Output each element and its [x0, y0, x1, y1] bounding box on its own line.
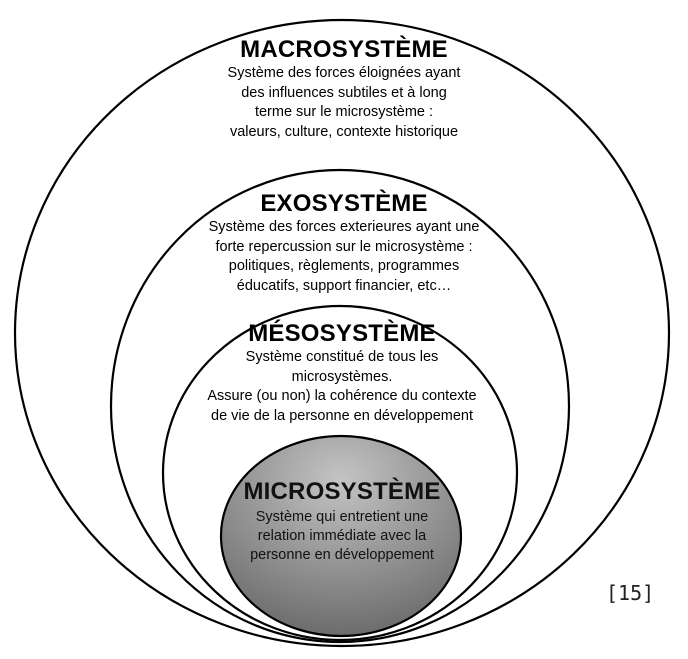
- macrosystem-desc-line: Système des forces éloignées ayant: [227, 65, 461, 81]
- macrosystem-block: MACROSYSTÈME Système des forces éloignée…: [144, 36, 544, 142]
- microsystem-desc-line: personne en développement: [250, 547, 434, 563]
- mesosystem-description: Système constitué de tous les microsystè…: [142, 348, 542, 426]
- microsystem-desc-line: relation immédiate avec la: [257, 528, 427, 544]
- exosystem-desc-line: Système des forces exterieures ayant une: [208, 219, 480, 235]
- exosystem-description: Système des forces exterieures ayant une…: [144, 218, 544, 296]
- exosystem-desc-line: politiques, règlements, programmes: [228, 258, 460, 274]
- macrosystem-description: Système des forces éloignées ayant des i…: [144, 64, 544, 142]
- exosystem-desc-line: forte repercussion sur le microsystème :: [215, 238, 473, 255]
- microsystem-title: MICROSYSTÈME: [243, 478, 441, 505]
- mesosystem-desc-line: Système constitué de tous les: [245, 349, 439, 365]
- microsystem-circle: [219, 434, 463, 638]
- mesosystem-block: MÉSOSYSTÈME Système constitué de tous le…: [142, 320, 542, 426]
- mesosystem-title: MÉSOSYSTÈME: [248, 320, 436, 347]
- mesosystem-desc-line: de vie de la personne en développement: [211, 407, 473, 424]
- exosystem-title: EXOSYSTÈME: [260, 190, 428, 217]
- macrosystem-desc-line: terme sur le microsystème :: [254, 104, 434, 120]
- exosystem-block: EXOSYSTÈME Système des forces exterieure…: [144, 190, 544, 296]
- microsystem-description: Système qui entretient une relation immé…: [220, 508, 464, 565]
- mesosystem-desc-line: Assure (ou non) la cohérence du contexte: [207, 388, 477, 404]
- microsystem-desc-line: Système qui entretient une: [255, 509, 429, 525]
- mesosystem-desc-line: microsystèmes.: [291, 368, 393, 385]
- citation-reference: [15]: [606, 581, 655, 605]
- macrosystem-desc-line: valeurs, culture, contexte historique: [229, 123, 459, 140]
- macrosystem-title: MACROSYSTÈME: [240, 36, 448, 63]
- macrosystem-desc-line: des influences subtiles et à long: [241, 84, 447, 101]
- exosystem-desc-line: éducatifs, support financier, etc…: [236, 277, 452, 294]
- microsystem-block: MICROSYSTÈME Système qui entretient une …: [220, 478, 464, 565]
